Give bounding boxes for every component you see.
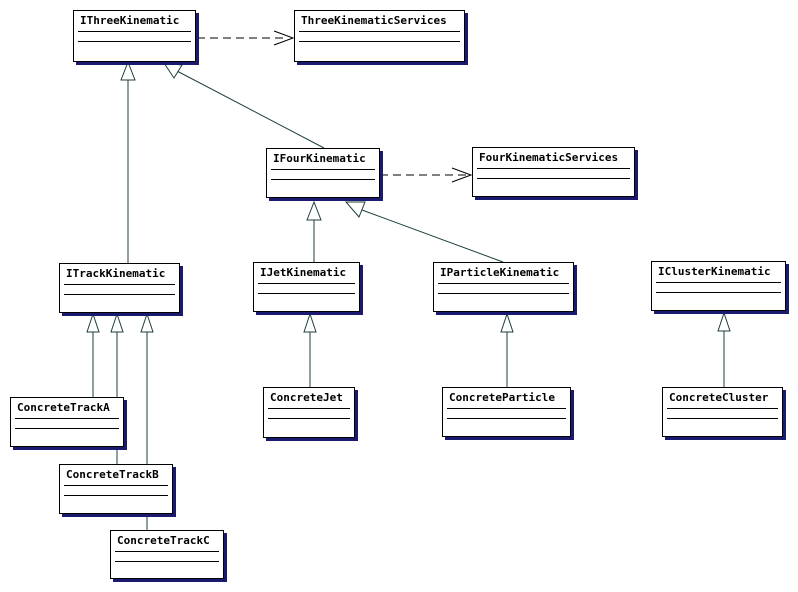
class-name: IThreeKinematic <box>80 14 180 27</box>
class-name: ThreeKinematicServices <box>301 14 447 27</box>
generalization-arrowhead-itrack <box>120 60 136 81</box>
attribute-divider <box>64 284 175 285</box>
class-name: IFourKinematic <box>273 152 366 165</box>
attribute-divider <box>438 283 569 284</box>
attribute-divider <box>667 408 778 409</box>
class-threekinematicservices[interactable]: ThreeKinematicServices <box>294 10 465 62</box>
operation-divider <box>477 178 630 179</box>
operation-divider <box>438 293 569 294</box>
class-concretetracka[interactable]: ConcreteTrackA <box>10 397 124 447</box>
generalization-arrowhead-ijet <box>306 200 322 221</box>
class-name: ConcreteTrackB <box>66 468 159 481</box>
class-name: ConcreteCluster <box>669 391 769 404</box>
dependency-arrowhead-threeservices <box>273 30 295 46</box>
attribute-divider <box>115 551 219 552</box>
operation-divider <box>447 418 566 419</box>
class-name: ConcreteJet <box>270 391 343 404</box>
attribute-divider <box>299 31 460 32</box>
generalization-arrowhead-jet <box>303 312 317 333</box>
class-iclusterkinematic[interactable]: IClusterKinematic <box>651 261 786 311</box>
operation-divider <box>656 292 781 293</box>
class-concretetrackc[interactable]: ConcreteTrackC <box>110 530 224 579</box>
attribute-divider <box>78 31 191 32</box>
operation-divider <box>271 179 375 180</box>
operation-divider <box>64 495 168 496</box>
generalization-arrowhead-ifour <box>162 62 183 79</box>
class-ijetkinematic[interactable]: IJetKinematic <box>253 262 360 312</box>
class-ifourkinematic[interactable]: IFourKinematic <box>266 148 380 198</box>
generalization-arrowhead-tracka-1 <box>86 312 100 333</box>
attribute-divider <box>656 282 781 283</box>
generalization-arrowhead-tracka-2 <box>110 312 124 333</box>
class-concretetrackb[interactable]: ConcreteTrackB <box>59 464 173 514</box>
class-concreteparticle[interactable]: ConcreteParticle <box>442 387 571 437</box>
class-name: FourKinematicServices <box>479 151 619 164</box>
operation-divider <box>64 294 175 295</box>
generalization-ifour-line <box>176 70 325 149</box>
class-ithreekinematic[interactable]: IThreeKinematic <box>73 10 196 62</box>
attribute-divider <box>15 418 119 419</box>
attribute-divider <box>271 169 375 170</box>
attribute-divider <box>258 283 355 284</box>
class-name: ConcreteParticle <box>449 391 555 404</box>
class-name: ConcreteTrackA <box>17 401 110 414</box>
operation-divider <box>78 41 191 42</box>
class-itrackkinematic[interactable]: ITrackKinematic <box>59 263 180 313</box>
class-fourkinematicservices[interactable]: FourKinematicServices <box>472 147 635 197</box>
operation-divider <box>268 418 350 419</box>
class-concretejet[interactable]: ConcreteJet <box>263 387 355 438</box>
generalization-arrowhead-trackb <box>140 312 154 333</box>
class-name: IClusterKinematic <box>658 265 771 278</box>
generalization-iparticle-line <box>361 209 504 263</box>
generalization-arrowhead-particle <box>500 312 514 333</box>
operation-divider <box>258 293 355 294</box>
generalization-arrowhead-iparticle <box>344 201 366 218</box>
class-name: ITrackKinematic <box>66 267 166 280</box>
operation-divider <box>667 418 778 419</box>
attribute-divider <box>447 408 566 409</box>
dependency-arrowhead-fourservices <box>451 167 473 183</box>
attribute-divider <box>268 408 350 409</box>
class-name: ConcreteTrackC <box>117 534 210 547</box>
class-name: IJetKinematic <box>260 266 347 279</box>
generalization-arrowhead-cluster <box>717 311 731 332</box>
class-name: IParticleKinematic <box>440 266 560 279</box>
operation-divider <box>299 41 460 42</box>
class-concretecluster[interactable]: ConcreteCluster <box>662 387 783 437</box>
attribute-divider <box>477 168 630 169</box>
class-iparticlekinematic[interactable]: IParticleKinematic <box>433 262 574 312</box>
operation-divider <box>15 428 119 429</box>
attribute-divider <box>64 485 168 486</box>
operation-divider <box>115 561 219 562</box>
